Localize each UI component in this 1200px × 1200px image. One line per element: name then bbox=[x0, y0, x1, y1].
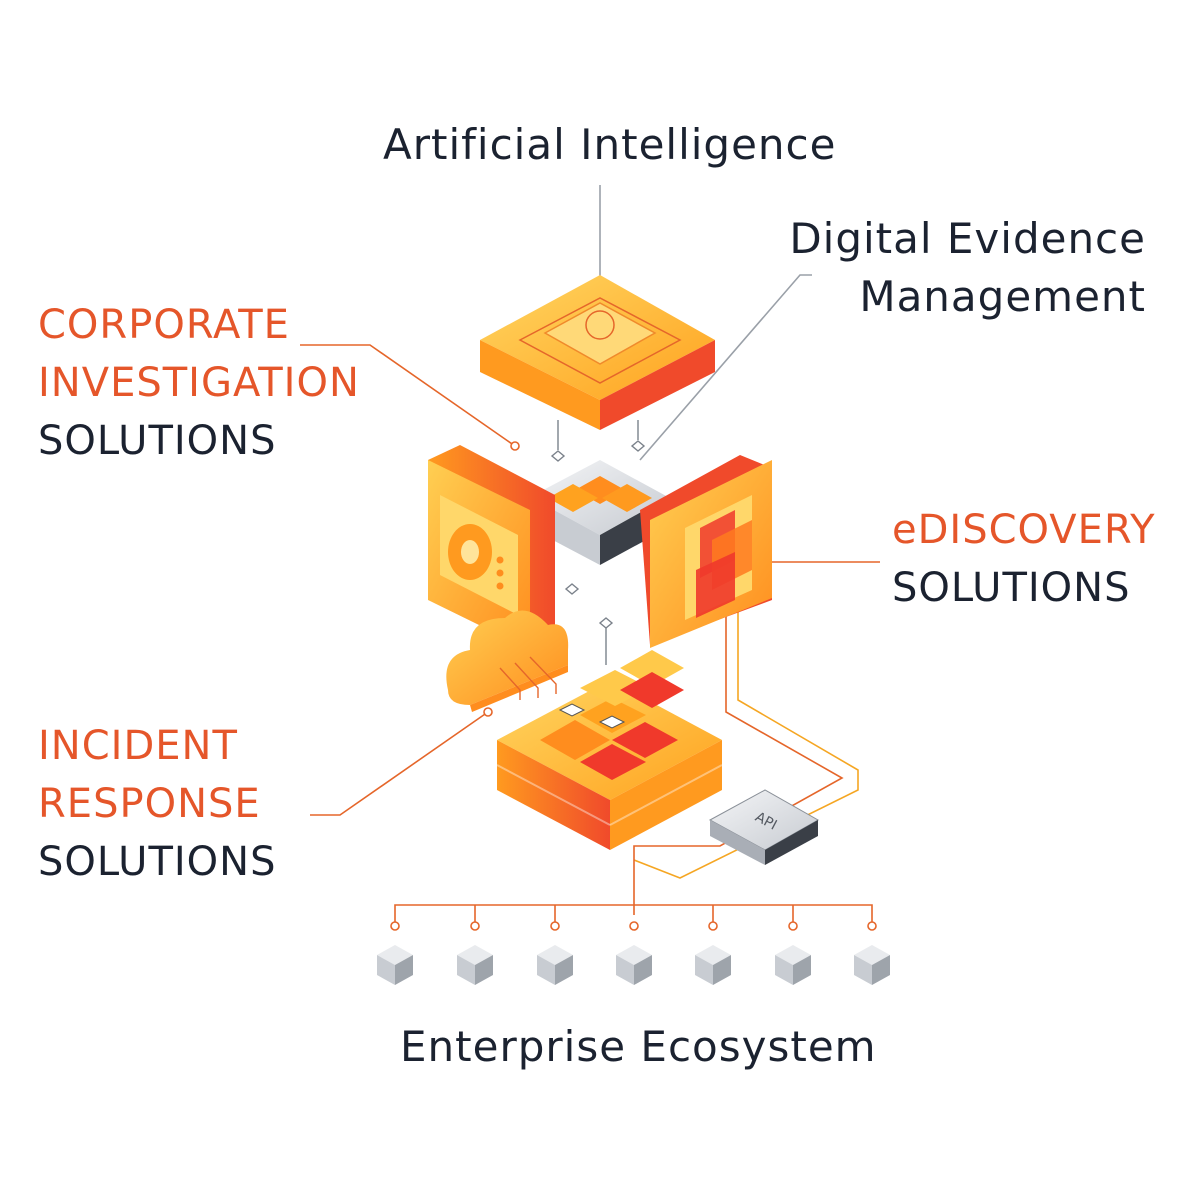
corporate-line1: CORPORATE bbox=[38, 302, 290, 348]
connector-dots bbox=[390, 441, 877, 931]
dem-label-line2: Management bbox=[859, 272, 1146, 321]
ecosystem-node bbox=[457, 945, 493, 985]
ediscovery-line1: eDISCOVERY bbox=[892, 507, 1156, 553]
ecosystem-bus bbox=[394, 904, 873, 925]
incident-connector bbox=[310, 711, 489, 816]
corporate-line3: SOLUTIONS bbox=[38, 418, 277, 464]
ecosystem-node bbox=[537, 945, 573, 985]
ecosystem-node bbox=[695, 945, 731, 985]
brain-icon bbox=[585, 310, 615, 340]
dem-connector bbox=[639, 274, 812, 461]
api-connector-a bbox=[633, 605, 859, 879]
link-diamonds bbox=[550, 420, 646, 665]
ecosystem-node bbox=[775, 945, 811, 985]
corporate-line2: INVESTIGATION bbox=[38, 360, 360, 406]
cloud-shape bbox=[446, 610, 569, 712]
incident-line3: SOLUTIONS bbox=[38, 839, 277, 885]
ecosystem-label: Enterprise Ecosystem bbox=[400, 1022, 877, 1071]
ediscovery-line2: SOLUTIONS bbox=[892, 565, 1131, 611]
ai-chip-block bbox=[480, 275, 715, 430]
ecosystem-node bbox=[854, 945, 890, 985]
dem-label-line1: Digital Evidence bbox=[789, 214, 1146, 263]
api-chip bbox=[708, 789, 820, 865]
dem-label: Digital Evidence Management bbox=[789, 218, 1146, 318]
incident-label: INCIDENT RESPONSE SOLUTIONS bbox=[38, 726, 276, 882]
ecosystem-node bbox=[616, 945, 652, 985]
corporate-label: CORPORATE INVESTIGATION SOLUTIONS bbox=[38, 305, 360, 461]
incident-base-block bbox=[496, 650, 723, 850]
ediscovery-label: eDISCOVERY SOLUTIONS bbox=[892, 510, 1156, 608]
corporate-panel bbox=[428, 445, 555, 650]
incident-line2: RESPONSE bbox=[38, 781, 261, 827]
corporate-connector bbox=[300, 344, 516, 447]
ecosystem-node bbox=[377, 945, 413, 985]
ecosystem-cubes bbox=[377, 945, 890, 985]
incident-line1: INCIDENT bbox=[38, 723, 238, 769]
ediscovery-panel bbox=[640, 455, 772, 648]
ai-label: Artificial Intelligence bbox=[383, 120, 837, 169]
